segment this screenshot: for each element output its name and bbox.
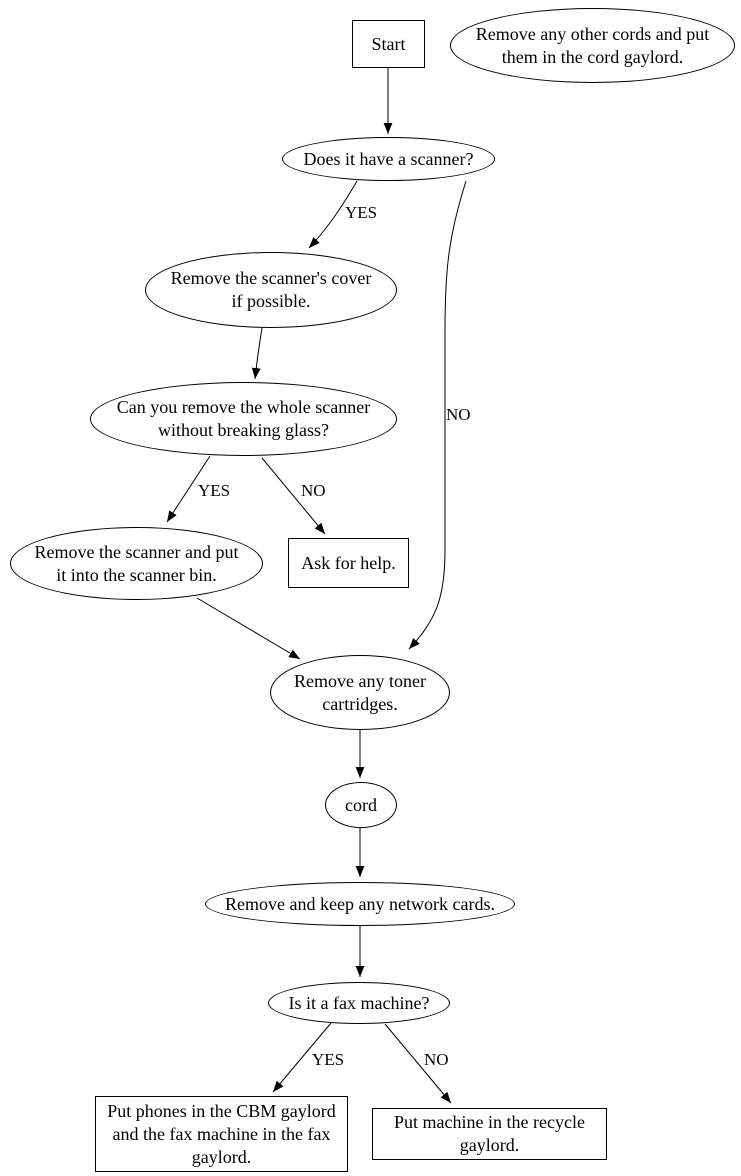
node-remove-whole-scanner-question: Can you remove the whole scanner without… bbox=[90, 382, 397, 456]
edge-remove-whole-yes-to-scanner-bin bbox=[166, 455, 211, 523]
edge-scanner-bin-to-toner bbox=[196, 597, 301, 660]
node-scanner-bin: Remove the scanner and put it into the s… bbox=[10, 527, 263, 600]
node-ask-for-help: Ask for help. bbox=[288, 538, 409, 588]
node-cord: cord bbox=[325, 782, 397, 828]
edge-label-remove-whole-yes: YES bbox=[198, 481, 231, 500]
node-remove-other-cords: Remove any other cords and put them in t… bbox=[450, 8, 735, 83]
edge-label-remove-whole-no: NO bbox=[301, 481, 326, 500]
node-fax-machine-question: Is it a fax machine? bbox=[268, 982, 450, 1024]
node-has-scanner-question: Does it have a scanner? bbox=[282, 137, 495, 181]
edge-has-scanner-no-to-toner bbox=[408, 180, 467, 650]
node-remove-toner: Remove any toner cartridges. bbox=[270, 655, 450, 730]
edge-remove-cover-to-remove-whole bbox=[251, 327, 263, 380]
node-phones-cbm-gaylord: Put phones in the CBM gaylord and the fa… bbox=[95, 1096, 348, 1172]
edge-has-scanner-yes-to-remove-cover bbox=[308, 180, 358, 249]
node-recycle-gaylord: Put machine in the recycle gaylord. bbox=[372, 1108, 607, 1160]
edge-fax-no-to-recycle-gaylord bbox=[384, 1023, 452, 1104]
node-start: Start bbox=[352, 20, 425, 68]
edge-fax-yes-to-phones-gaylord bbox=[272, 1022, 332, 1093]
edge-label-fax-yes: YES bbox=[312, 1050, 345, 1069]
node-remove-scanner-cover: Remove the scanner's cover if possible. bbox=[145, 252, 397, 328]
edge-remove-whole-no-to-ask-help bbox=[261, 457, 326, 535]
node-network-cards: Remove and keep any network cards. bbox=[205, 882, 515, 926]
edge-label-has-scanner-yes: YES bbox=[345, 203, 378, 222]
edge-label-fax-no: NO bbox=[424, 1050, 449, 1069]
edge-label-has-scanner-no: NO bbox=[446, 405, 471, 424]
